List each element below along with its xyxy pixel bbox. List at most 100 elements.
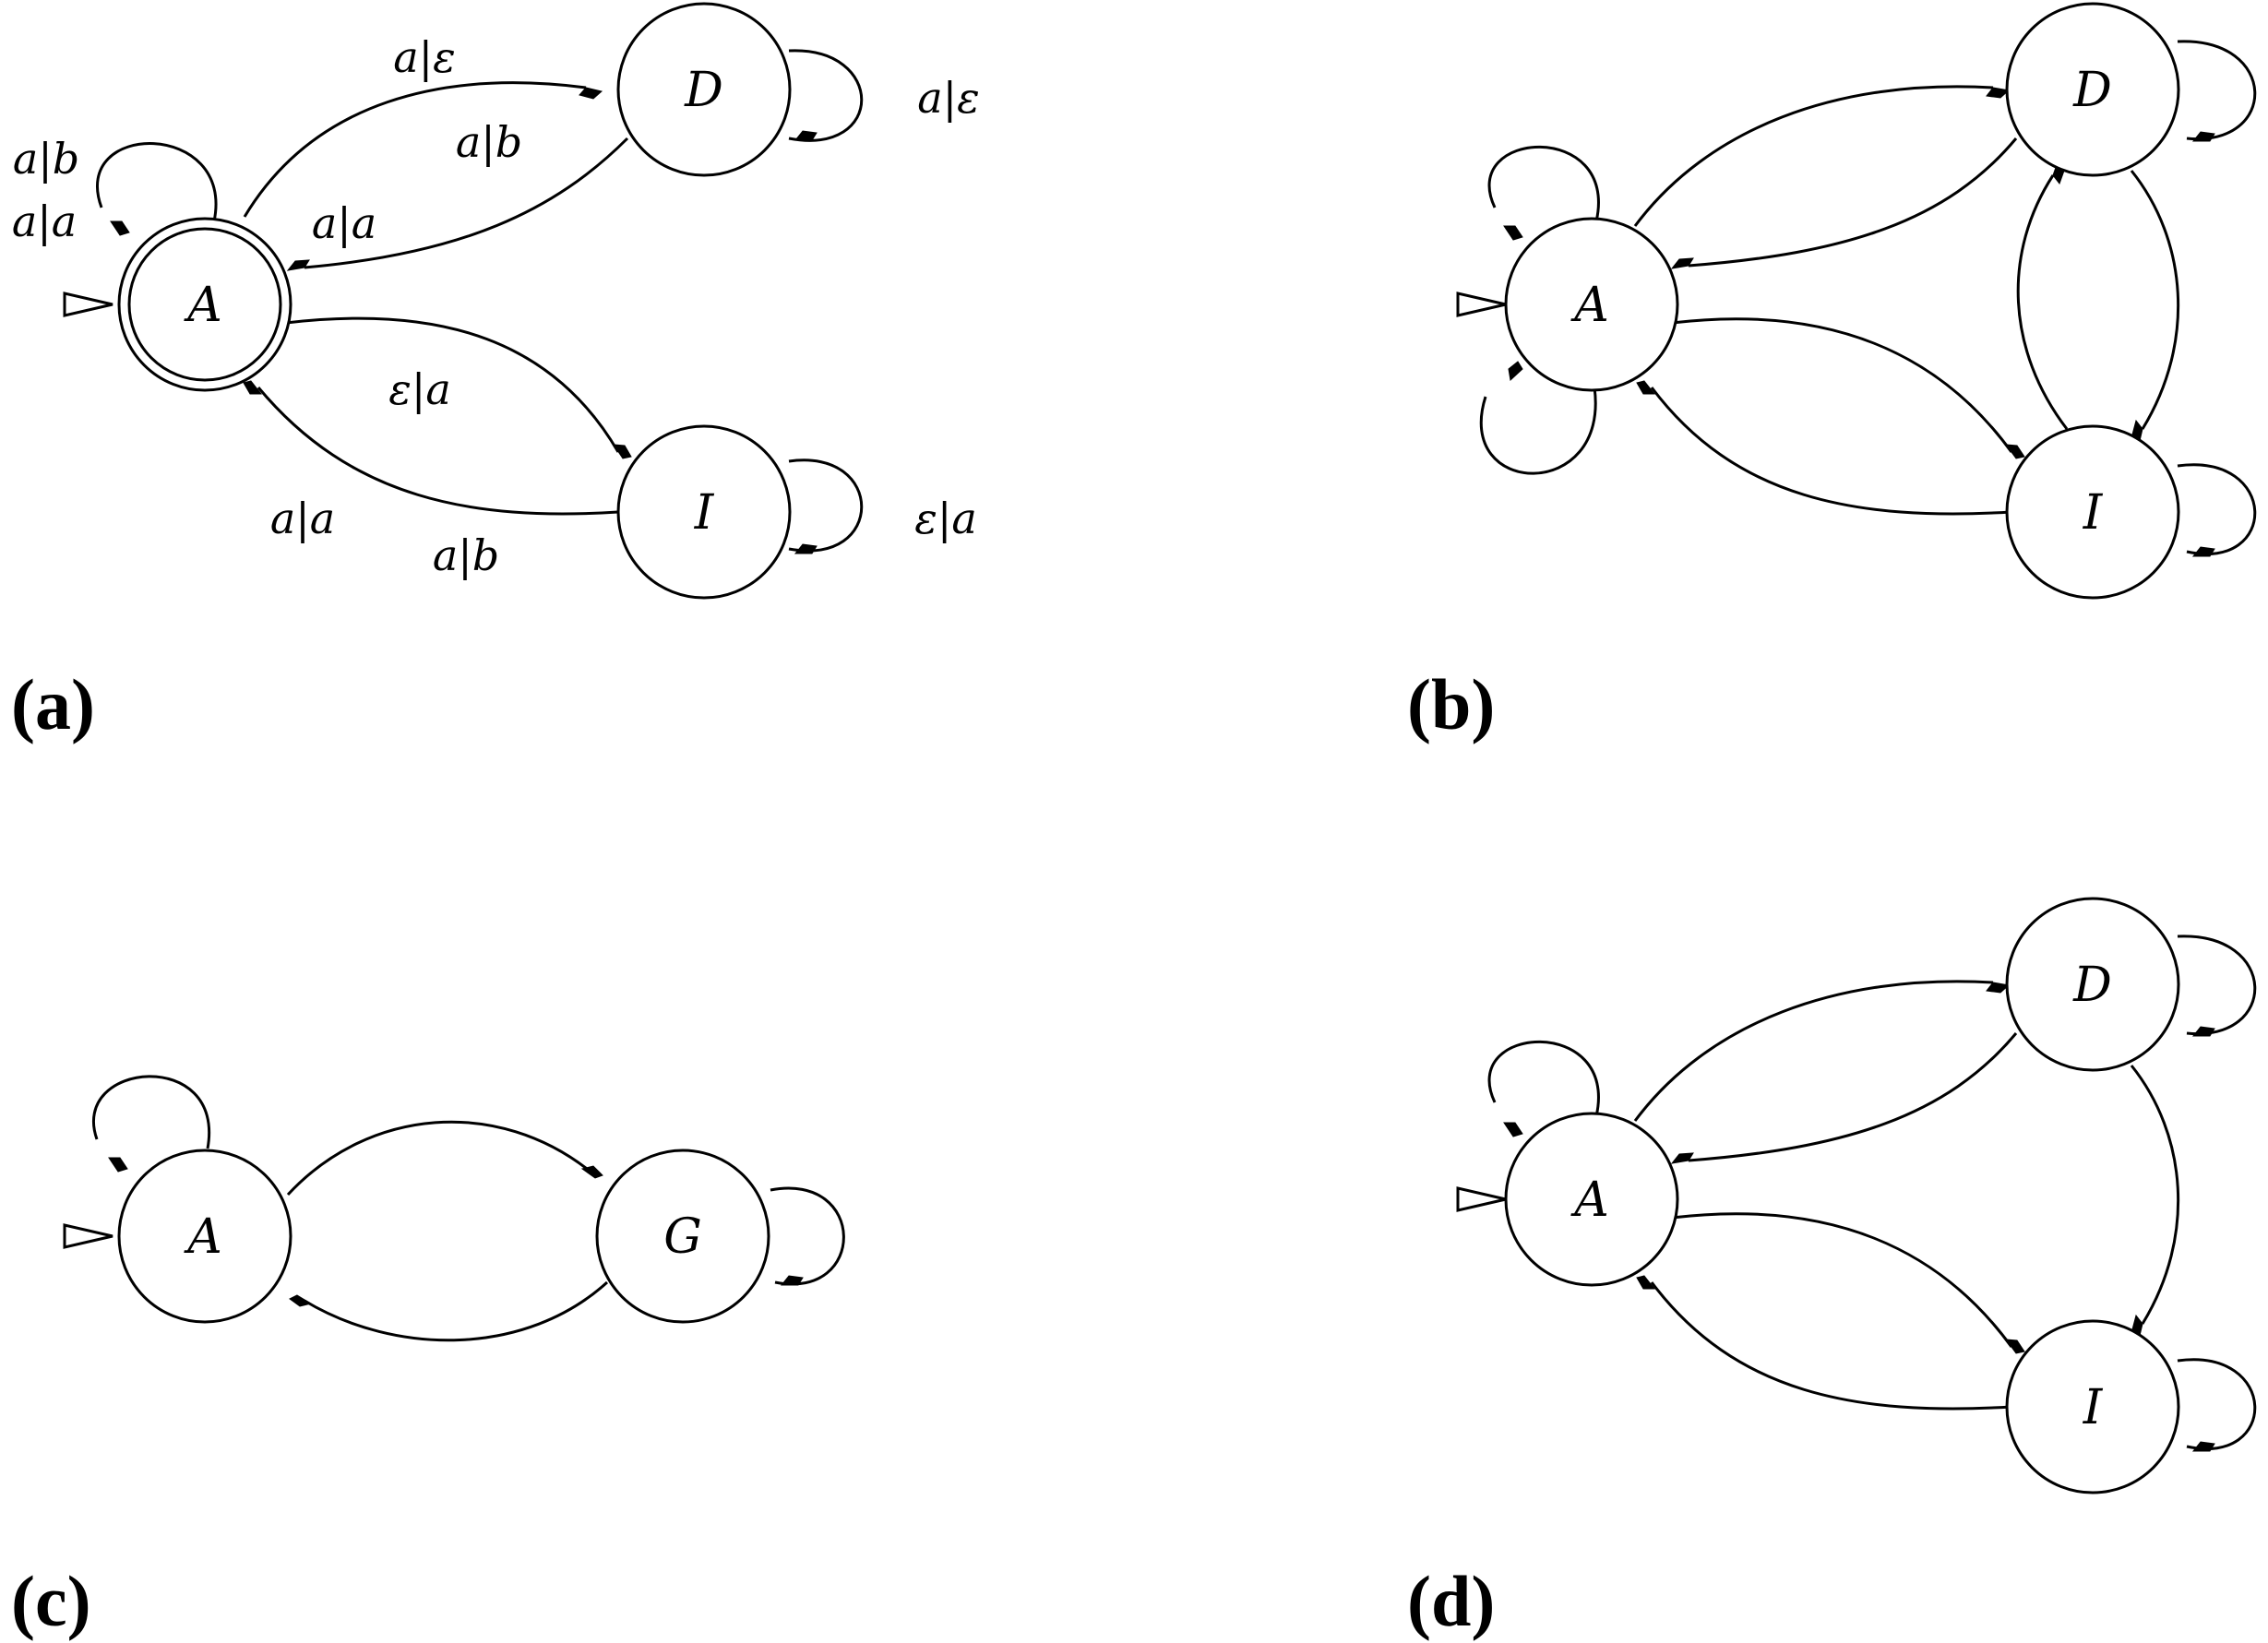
arrowhead: [1636, 1275, 1656, 1290]
node-label-b-D: D: [2072, 63, 2112, 118]
arrowhead: [1508, 361, 1523, 381]
edge-a-D-to-A: [304, 137, 629, 269]
arrowhead: [110, 220, 130, 236]
arrowhead: [2191, 1441, 2215, 1452]
edge-a-I-loop: [788, 458, 864, 553]
arrowhead: [1636, 380, 1656, 395]
arrowhead: [1986, 982, 2011, 994]
node-label-b-I: I: [2083, 485, 2104, 541]
edge-d-A-to-D: [1633, 980, 1994, 1122]
arrowhead: [2191, 1026, 2215, 1037]
edge-d-A-loop: [1487, 1040, 1600, 1117]
edge-label-a-I-to-A-2: a|b: [433, 530, 499, 580]
node-a-D: [616, 2, 792, 177]
edge-label-a-A-loop-2: a|a: [12, 196, 77, 246]
arrowhead: [2191, 546, 2215, 557]
node-label-a-D: D: [684, 63, 723, 118]
arrowhead: [794, 543, 818, 554]
panel-label-c: (c): [11, 1561, 91, 1641]
arrowhead: [108, 1157, 128, 1173]
edge-label-a-I-to-A: a|a: [270, 494, 335, 543]
panel-label-d: (d): [1407, 1561, 1495, 1641]
edge-a-I-to-A: [257, 387, 619, 516]
edge-b-A-loop-top: [1487, 145, 1600, 222]
edge-label-a-D-to-A: a|b: [456, 117, 522, 167]
arrowhead: [243, 380, 263, 395]
panel-b: A D I (b): [1407, 2, 2257, 744]
arrowhead: [289, 1294, 313, 1307]
edge-c-G-loop: [770, 1186, 845, 1286]
panel-d: A D I (d): [1407, 897, 2257, 1641]
arrowhead: [794, 130, 818, 141]
edge-a-A-loop: [96, 142, 218, 222]
node-d-D: [2005, 897, 2180, 1072]
arrowhead: [2004, 444, 2025, 459]
edge-d-I-loop: [2177, 1358, 2257, 1450]
edge-c-A-to-G: [286, 1120, 591, 1197]
start-arrow-icon: [1456, 292, 1507, 317]
arrowhead: [579, 87, 603, 100]
edge-d-A-to-I: [1671, 1212, 2013, 1348]
edge-a-A-to-I: [285, 316, 620, 453]
arrowhead: [1503, 225, 1523, 241]
node-label-a-A: A: [184, 278, 222, 333]
edge-b-A-to-D: [1633, 85, 1994, 227]
arrowhead: [1670, 1152, 1694, 1164]
arrowhead: [613, 444, 632, 459]
node-label-d-D: D: [2072, 958, 2112, 1013]
edge-d-D-to-I: [2130, 1065, 2180, 1325]
node-c-A: [117, 1149, 292, 1324]
edge-label-a-A-to-D: a|ε: [393, 32, 456, 82]
edge-b-I-to-A: [1650, 387, 2012, 516]
edge-b-I-to-D: [2016, 174, 2069, 430]
edge-c-G-to-A: [304, 1280, 609, 1342]
edge-label-a-A-loop-1: a|b: [13, 134, 79, 184]
arrowhead: [580, 1165, 603, 1179]
edge-d-I-to-A: [1650, 1281, 2012, 1411]
edge-label-a-I-loop: ε|a: [914, 494, 977, 543]
start-arrow-icon: [1456, 1186, 1507, 1212]
node-a-I: [616, 424, 792, 600]
edge-b-I-loop: [2177, 463, 2257, 555]
edge-b-D-to-A: [1688, 137, 2018, 268]
node-label-b-A: A: [1570, 278, 1609, 333]
start-arrow-icon: [63, 1223, 113, 1249]
edge-b-A-loop-bottom: [1479, 387, 1597, 475]
node-b-A: [1504, 217, 1679, 392]
edge-c-A-loop: [92, 1075, 211, 1149]
start-arrow-icon: [63, 292, 113, 317]
arrowhead: [286, 259, 310, 271]
arrowhead: [1670, 257, 1694, 269]
panel-label-b: (b): [1407, 664, 1495, 744]
node-label-c-A: A: [184, 1209, 222, 1265]
node-d-I: [2005, 1319, 2180, 1494]
arrowhead: [1503, 1122, 1523, 1137]
edge-label-a-A-to-I: ε|a: [388, 364, 451, 414]
node-label-a-I: I: [694, 485, 715, 541]
panel-a: A D I a|ε a|b a|a a|ε a|b a|a ε|a a|a a|…: [11, 2, 980, 744]
edge-b-D-loop: [2177, 40, 2257, 141]
node-c-G: [595, 1149, 770, 1324]
panel-c: A G (c): [11, 1075, 845, 1641]
node-d-A: [1504, 1112, 1679, 1287]
arrowhead: [2191, 131, 2215, 142]
edge-b-D-to-I: [2130, 170, 2180, 430]
edge-label-a-D-to-A-2: a|a: [312, 198, 376, 248]
node-label-c-G: G: [663, 1209, 702, 1265]
panel-label-a: (a): [11, 664, 95, 744]
edge-d-D-loop: [2177, 935, 2257, 1036]
edge-label-a-D-loop: a|ε: [917, 73, 980, 123]
edge-d-D-to-A: [1688, 1032, 2018, 1162]
arrowhead: [780, 1275, 804, 1286]
node-label-d-A: A: [1570, 1173, 1609, 1228]
arrowhead: [2004, 1339, 2025, 1354]
node-label-d-I: I: [2083, 1380, 2104, 1435]
edge-a-D-loop: [788, 49, 864, 142]
edge-a-A-to-D: [243, 81, 587, 218]
node-b-D: [2005, 2, 2180, 177]
node-b-I: [2005, 424, 2180, 600]
arrowhead: [1986, 87, 2011, 99]
node-a-A-inner: [127, 227, 282, 382]
edge-b-A-to-I: [1671, 317, 2013, 453]
